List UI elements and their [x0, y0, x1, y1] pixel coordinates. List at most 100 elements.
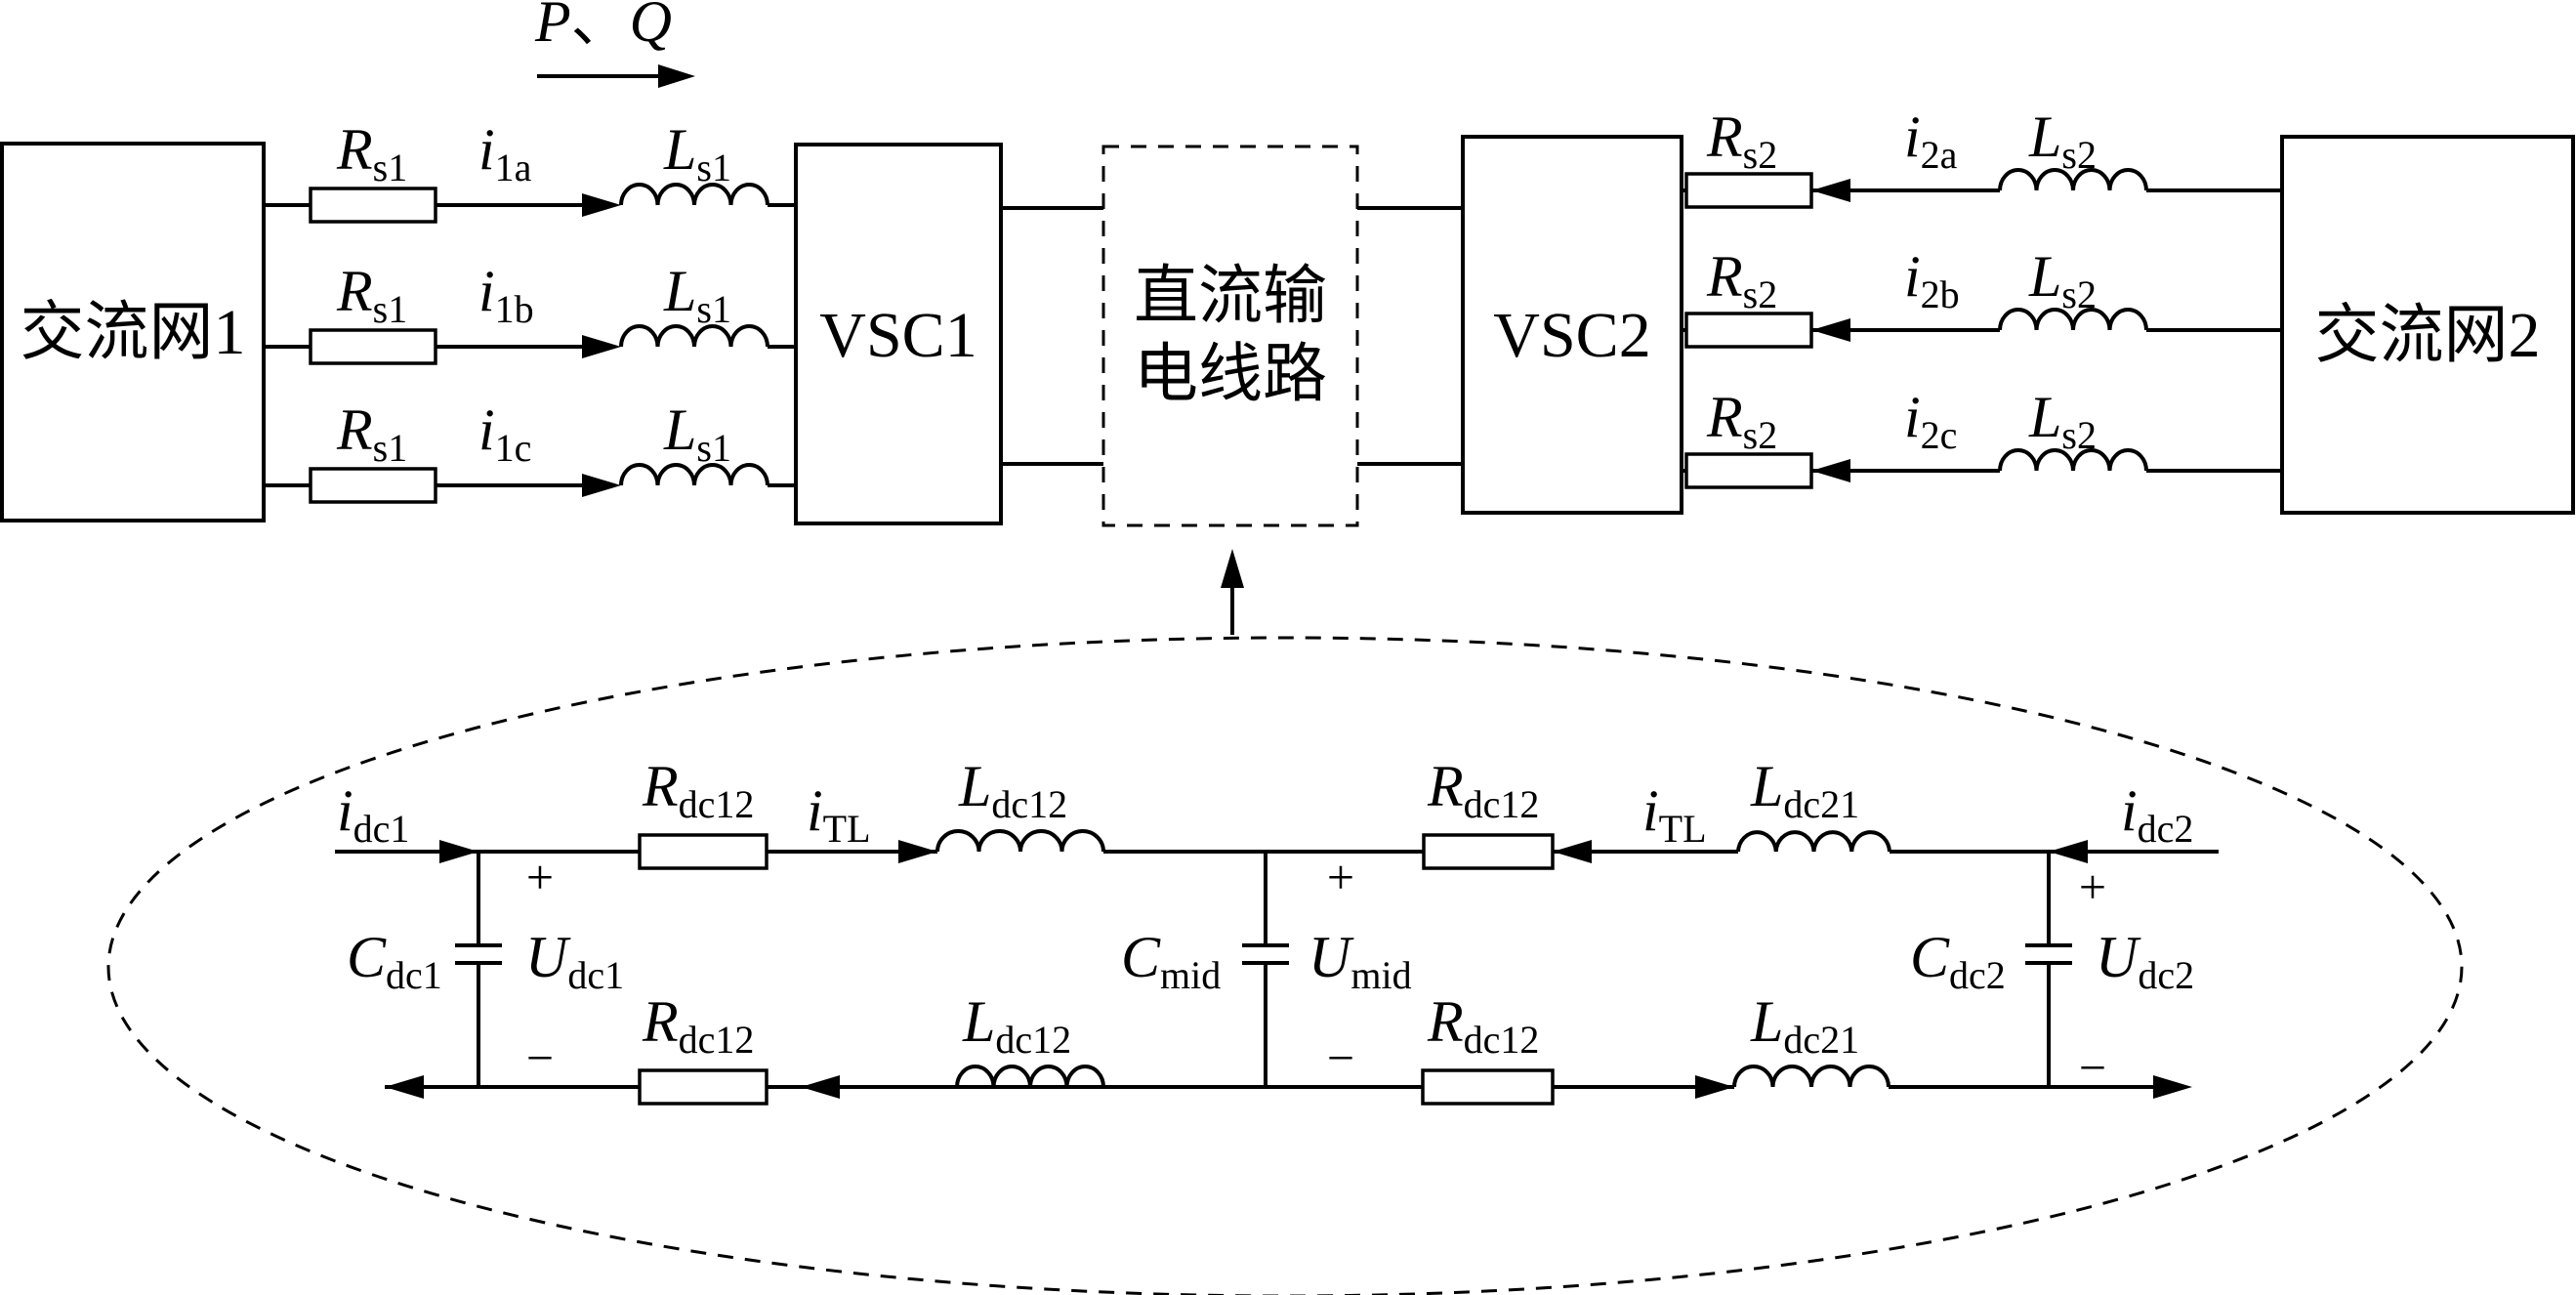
capacitor-cdc2 [2025, 943, 2072, 965]
right-phase-2b: Rs2 i2b Ls2 [1682, 244, 2282, 349]
arrow-dc1-return [385, 1075, 424, 1099]
inductor-ldc12-bottom-left [955, 1065, 1105, 1088]
label-ldc21-bottom-right: Ldc21 [1750, 989, 1859, 1062]
label-rs1: Rs1 [336, 117, 407, 189]
power-flow-label: P、Q [534, 0, 672, 54]
resistor-rdc12-top-right [1422, 833, 1555, 870]
resistor-rdc12-bottom-right [1421, 1068, 1555, 1106]
label-rs1: Rs1 [336, 259, 407, 331]
label-ldc12-bottom-left: Ldc12 [962, 989, 1071, 1062]
arrow-bottom-right [1695, 1075, 1734, 1099]
label-rs2: Rs2 [1706, 104, 1777, 177]
resistor-rs1 [309, 328, 437, 365]
power-flow-indicator: P、Q [534, 0, 695, 88]
label-ldc21-top-right: Ldc21 [1750, 754, 1859, 826]
dc-equivalent-circuit [335, 829, 2219, 1106]
label-udc1: Udc1 [525, 925, 624, 997]
plus-sign: + [526, 850, 554, 904]
right-phase-2c: Rs2 i2c Ls2 [1682, 385, 2282, 489]
current-arrow [1811, 459, 1850, 482]
label-cmid: Cmid [1121, 925, 1221, 997]
inductor-ls2 [1998, 308, 2148, 331]
minus-sign: − [1327, 1030, 1354, 1085]
resistor-rs1 [309, 187, 437, 224]
ac-grid-2-label: 交流网2 [2315, 300, 2541, 371]
arrow-idc1 [439, 840, 478, 863]
label-i1b: i1b [478, 259, 534, 331]
resistor-rs2 [1684, 452, 1813, 489]
label-ls1: Ls1 [663, 397, 731, 470]
label-rdc12-bottom-right: Rdc12 [1427, 989, 1539, 1062]
current-arrow [1811, 318, 1850, 342]
plus-sign: + [2079, 859, 2106, 914]
minus-sign: − [526, 1030, 554, 1085]
vsc1-block: VSC1 [794, 143, 1003, 525]
label-itl-right: iTL [1642, 778, 1707, 851]
dc-line-label-1: 直流输 [1134, 261, 1327, 332]
resistor-rdc12-top-left [638, 833, 769, 870]
left-phase-1c: Rs1 i1c Ls1 [264, 397, 796, 504]
dc-wires [1001, 206, 1463, 466]
inductor-ldc21-top-right [1736, 830, 1891, 853]
arrow-itl-right [1553, 840, 1592, 863]
label-ls2: Ls2 [2028, 104, 2097, 177]
ac-grid-1-block: 交流网1 [0, 142, 266, 522]
label-i2a: i2a [1904, 104, 1958, 177]
inductor-ldc21-bottom-right [1732, 1065, 1890, 1088]
label-i2b: i2b [1904, 244, 1960, 316]
resistor-rdc12-bottom-left [638, 1068, 769, 1106]
ac-grid-1-label: 交流网1 [21, 297, 246, 368]
arrow-dc2-out [2153, 1075, 2192, 1099]
label-rdc12-top-left: Rdc12 [642, 754, 754, 826]
current-arrow [582, 193, 621, 217]
inductor-ls1 [619, 324, 769, 348]
left-phase-1b: Rs1 i1b Ls1 [264, 259, 796, 365]
label-ls1: Ls1 [663, 259, 731, 331]
resistor-rs2 [1684, 172, 1813, 209]
label-rs2: Rs2 [1706, 385, 1777, 457]
dc-model-ellipse [106, 636, 2464, 1295]
zoom-arrow [1221, 549, 1244, 635]
vsc2-block: VSC2 [1461, 135, 1683, 515]
label-idc2: idc2 [2121, 778, 2193, 851]
label-rdc12-top-right: Rdc12 [1427, 754, 1539, 826]
resistor-rs2 [1684, 312, 1813, 349]
vsc2-label: VSC2 [1493, 300, 1650, 371]
label-umid: Umid [1309, 925, 1412, 997]
label-ldc12-top-left: Ldc12 [958, 754, 1067, 826]
capacitor-cdc1 [455, 943, 502, 965]
arrow-bottom-left [801, 1075, 840, 1099]
label-i1a: i1a [478, 117, 532, 189]
arrow-itl-left [898, 840, 937, 863]
label-cdc2: Cdc2 [1910, 925, 2006, 997]
label-rs1: Rs1 [336, 397, 407, 470]
resistor-rs1 [309, 467, 437, 504]
label-udc2: Udc2 [2096, 925, 2194, 997]
label-cdc1: Cdc1 [347, 925, 442, 997]
label-ls2: Ls2 [2028, 385, 2097, 457]
dc-line-label-2: 电线路 [1134, 339, 1327, 410]
label-i2c: i2c [1904, 385, 1957, 457]
label-itl-left: iTL [807, 778, 871, 851]
inductor-ls1 [619, 463, 769, 486]
plus-sign: + [1327, 850, 1354, 904]
arrow-idc2 [2049, 840, 2088, 863]
label-rdc12-bottom-left: Rdc12 [642, 989, 754, 1062]
inductor-ls1 [619, 183, 769, 206]
capacitor-cmid [1242, 943, 1289, 965]
label-i1c: i1c [478, 397, 531, 470]
vsc1-label: VSC1 [819, 300, 976, 371]
current-arrow [582, 335, 621, 358]
minus-sign: − [2079, 1040, 2106, 1095]
label-ls2: Ls2 [2028, 244, 2097, 316]
inductor-ls2 [1998, 448, 2148, 472]
label-rs2: Rs2 [1706, 244, 1777, 316]
inductor-ls2 [1998, 168, 2148, 191]
inductor-ldc12-top-left [935, 829, 1105, 853]
dc-line-block: 直流输 电线路 [1101, 145, 1359, 527]
